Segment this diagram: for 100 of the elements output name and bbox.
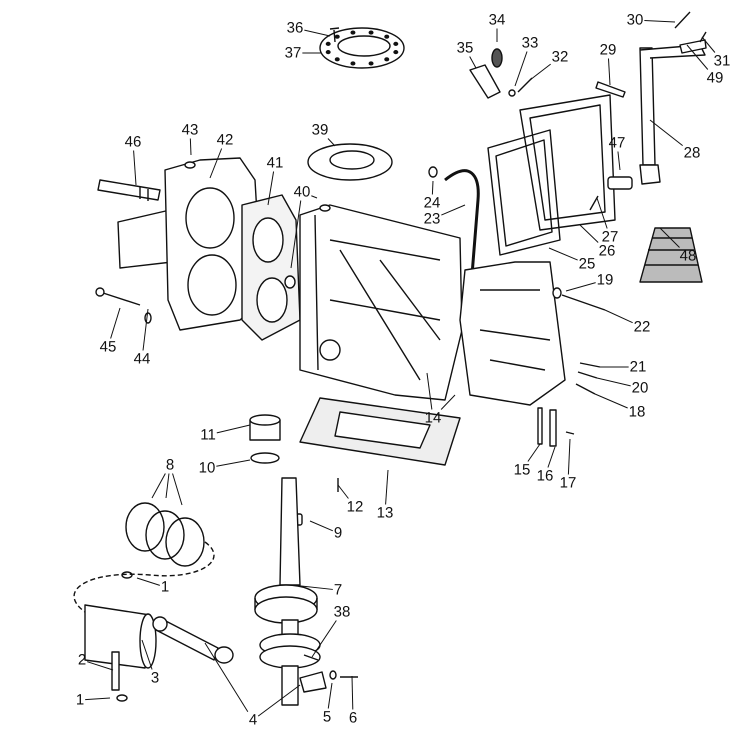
leader-line bbox=[426, 372, 432, 410]
leader-line bbox=[604, 310, 634, 324]
leader-line bbox=[608, 58, 610, 86]
callout-number: 40 bbox=[294, 184, 310, 200]
leader-line bbox=[310, 520, 334, 532]
leader-line bbox=[190, 138, 192, 156]
leader-line bbox=[594, 394, 628, 408]
leader-line bbox=[496, 28, 498, 42]
callout-number: 43 bbox=[182, 122, 198, 138]
leader-line bbox=[600, 366, 630, 368]
leader-line bbox=[328, 682, 332, 709]
leader-line bbox=[617, 151, 620, 170]
leader-line bbox=[547, 446, 556, 468]
callout-number: 6 bbox=[348, 710, 358, 726]
callout-number: 38 bbox=[334, 604, 350, 620]
callout-number: 27 bbox=[602, 230, 618, 244]
leader-line bbox=[210, 148, 222, 178]
leader-line bbox=[268, 171, 274, 206]
leader-line bbox=[304, 30, 330, 36]
leader-line bbox=[566, 282, 596, 292]
leader-line bbox=[216, 424, 250, 434]
callout-number: 29 bbox=[600, 42, 616, 58]
leader-line bbox=[514, 51, 528, 86]
callout-number: 24 bbox=[424, 196, 440, 210]
callout-number: 19 bbox=[596, 272, 614, 288]
callout-number: 1 bbox=[160, 580, 170, 594]
leader-line bbox=[352, 676, 354, 710]
callout-number: 5 bbox=[322, 710, 332, 724]
callout-number: 9 bbox=[334, 526, 342, 540]
callout-number: 39 bbox=[312, 122, 328, 138]
leader-line bbox=[110, 308, 120, 339]
leader-line bbox=[580, 224, 599, 243]
leader-line bbox=[84, 698, 110, 700]
callout-number: 25 bbox=[578, 256, 596, 272]
leader-line bbox=[440, 204, 466, 216]
callout-number: 45 bbox=[100, 340, 116, 354]
callout-number: 49 bbox=[706, 70, 724, 86]
leader-line bbox=[469, 56, 476, 68]
leader-line bbox=[548, 248, 578, 261]
callout-number: 30 bbox=[626, 12, 644, 28]
leader-line bbox=[338, 484, 349, 499]
callout-number: 34 bbox=[488, 12, 506, 28]
callout-number: 41 bbox=[266, 156, 284, 170]
leader-line bbox=[166, 473, 170, 498]
leader-line bbox=[290, 200, 302, 268]
leader-line bbox=[216, 460, 250, 467]
callout-number: 35 bbox=[456, 40, 474, 56]
leader-line bbox=[142, 640, 153, 670]
callout-number: 46 bbox=[124, 134, 142, 150]
callout-number: 28 bbox=[684, 146, 700, 160]
callout-number: 23 bbox=[424, 212, 440, 226]
callout-number: 7 bbox=[334, 582, 342, 598]
callout-number: 21 bbox=[630, 360, 646, 374]
leader-line bbox=[530, 64, 552, 80]
leader-line bbox=[686, 44, 708, 70]
leader-line bbox=[385, 470, 388, 505]
callout-number: 11 bbox=[200, 428, 216, 442]
leader-line bbox=[660, 228, 680, 248]
callout-number: 20 bbox=[632, 380, 648, 396]
leader-line bbox=[86, 661, 114, 670]
leader-line bbox=[258, 684, 300, 717]
callout-number: 37 bbox=[284, 46, 302, 60]
leader-line bbox=[204, 642, 248, 712]
callout-number: 31 bbox=[714, 54, 730, 68]
leader-line bbox=[596, 378, 632, 386]
callout-number: 4 bbox=[248, 712, 258, 728]
callout-number: 3 bbox=[150, 670, 160, 686]
callout-number: 17 bbox=[560, 476, 576, 490]
leader-line bbox=[644, 20, 676, 22]
leader-line bbox=[596, 198, 608, 229]
callout-number: 13 bbox=[376, 506, 394, 520]
leader-line bbox=[327, 138, 336, 146]
leader-line bbox=[432, 180, 434, 195]
leader-line bbox=[650, 120, 684, 146]
callout-number: 12 bbox=[346, 500, 364, 514]
leader-line bbox=[142, 308, 148, 351]
leader-line bbox=[310, 195, 318, 198]
callout-number: 15 bbox=[514, 462, 530, 478]
leader-line bbox=[527, 444, 540, 462]
leader-line bbox=[152, 473, 166, 498]
callout-number: 44 bbox=[134, 352, 150, 366]
callout-number: 32 bbox=[552, 50, 568, 64]
callout-number: 26 bbox=[598, 244, 616, 258]
leader-line bbox=[133, 150, 136, 186]
leader-line bbox=[312, 620, 337, 658]
callout-number: 10 bbox=[198, 460, 216, 476]
callout-number: 18 bbox=[628, 404, 646, 420]
callout-number: 16 bbox=[536, 468, 554, 484]
leader-line bbox=[302, 52, 322, 54]
callout-number: 22 bbox=[634, 320, 650, 334]
callout-number: 36 bbox=[286, 20, 304, 36]
leader-line bbox=[568, 438, 570, 475]
callout-number: 1 bbox=[76, 692, 84, 708]
callout-number: 8 bbox=[166, 458, 174, 472]
leader-line bbox=[440, 394, 456, 410]
leader-line bbox=[172, 473, 182, 506]
leader-line bbox=[702, 36, 716, 53]
callout-number: 42 bbox=[216, 132, 234, 148]
leader-line bbox=[136, 578, 160, 586]
callout-number: 33 bbox=[522, 36, 538, 50]
